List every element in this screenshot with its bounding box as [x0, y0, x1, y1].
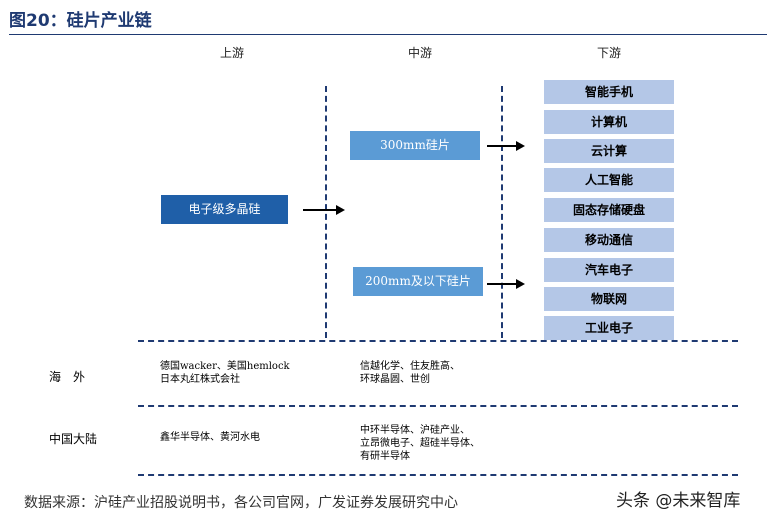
mainland-upstream-line-1: 鑫华半导体、黄河水电 [160, 432, 260, 443]
upstream-box-polysilicon: 电子级多晶硅 [161, 195, 288, 224]
midstream-box-200mm: 200mm及以下硅片 [353, 267, 483, 296]
downstream-item-smartphone: 智能手机 [544, 80, 674, 104]
mainland-midstream-line-2: 立昂微电子、超硅半导体、 [360, 438, 480, 449]
column-header-downstream: 下游 [596, 46, 621, 60]
arrow-300mm-head [516, 141, 525, 151]
downstream-item-mobile-comm: 移动通信 [544, 228, 674, 252]
downstream-item-computer: 计算机 [544, 110, 674, 134]
mainland-upstream-companies: 鑫华半导体、黄河水电 [160, 431, 260, 444]
column-header-midstream: 中游 [407, 46, 432, 60]
downstream-item-cloud-computing: 云计算 [544, 139, 674, 163]
overseas-midstream-line-2: 环球晶圆、世创 [360, 374, 430, 385]
downstream-item-ssd: 固态存储硬盘 [544, 198, 674, 222]
arrow-200mm-head [516, 279, 525, 289]
overseas-midstream-line-1: 信越化学、住友胜高、 [360, 361, 460, 372]
figure-title: 图20：硅片产业链 [9, 11, 152, 31]
divider-midstream-downstream [501, 86, 503, 338]
divider-upstream-midstream [325, 86, 327, 338]
row-divider-middle [138, 405, 738, 407]
row-divider-top [138, 340, 738, 342]
overseas-upstream-line-2: 日本丸红株式会社 [160, 374, 240, 385]
row-label-overseas: 海 外 [49, 370, 86, 384]
row-label-mainland-china: 中国大陆 [49, 432, 98, 446]
downstream-item-industrial: 工业电子 [544, 316, 674, 340]
arrow-upstream-line [303, 209, 337, 211]
row-divider-bottom [138, 474, 738, 476]
mainland-midstream-companies: 中环半导体、沪硅产业、 立昂微电子、超硅半导体、 有研半导体 [360, 424, 480, 463]
title-rule [9, 34, 767, 35]
downstream-item-iot: 物联网 [544, 287, 674, 311]
overseas-upstream-companies: 德国wacker、美国hemlock 日本丸红株式会社 [160, 360, 290, 386]
arrow-upstream-head [336, 205, 345, 215]
overseas-upstream-line-1: 德国wacker、美国hemlock [160, 361, 290, 372]
arrow-200mm-line [487, 283, 517, 285]
downstream-item-automotive: 汽车电子 [544, 258, 674, 282]
column-header-upstream: 上游 [219, 46, 244, 60]
watermark: 头条 @未来智库 [616, 491, 741, 511]
overseas-midstream-companies: 信越化学、住友胜高、 环球晶圆、世创 [360, 360, 460, 386]
midstream-box-300mm: 300mm硅片 [350, 131, 480, 160]
mainland-midstream-line-3: 有研半导体 [360, 451, 410, 462]
mainland-midstream-line-1: 中环半导体、沪硅产业、 [360, 425, 470, 436]
downstream-item-ai: 人工智能 [544, 168, 674, 192]
data-source-note: 数据来源：沪硅产业招股说明书，各公司官网，广发证券发展研究中心 [24, 495, 458, 511]
arrow-300mm-line [487, 145, 517, 147]
